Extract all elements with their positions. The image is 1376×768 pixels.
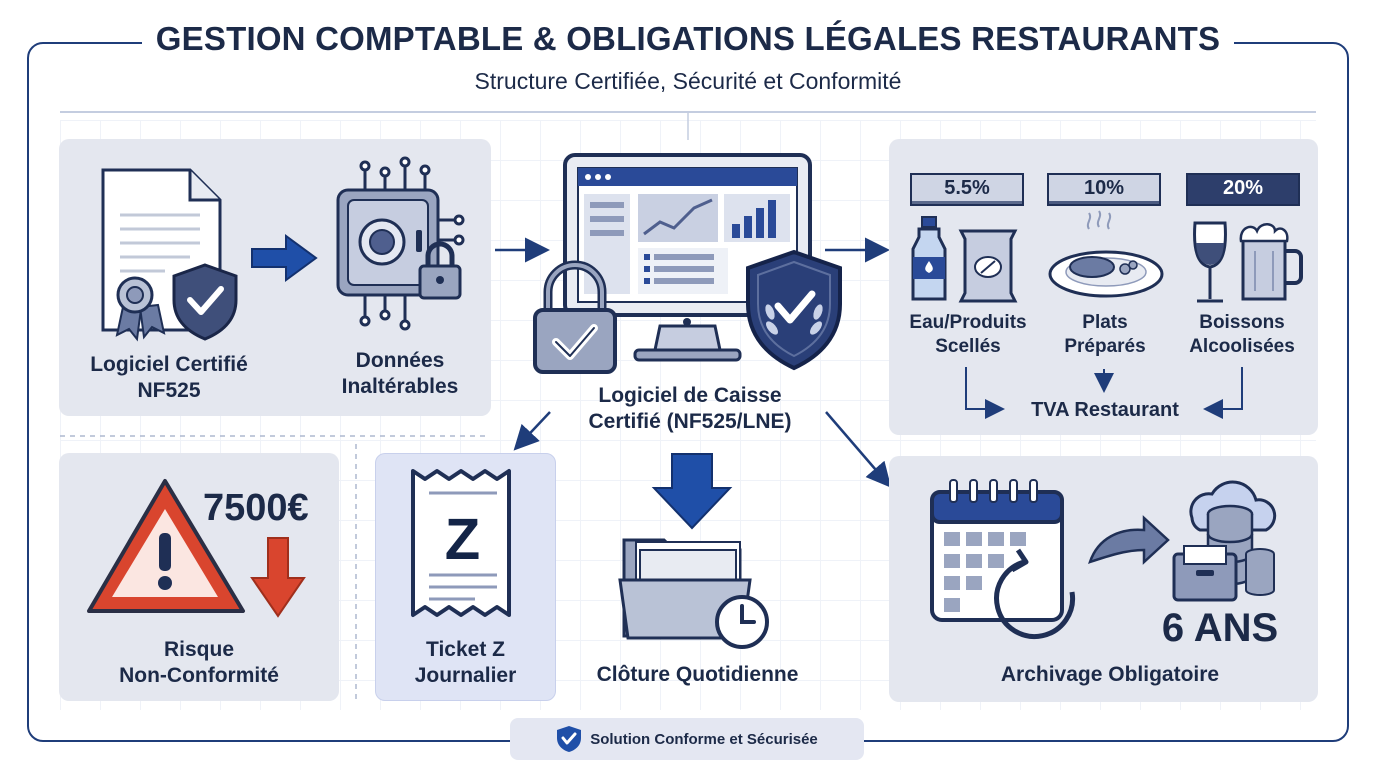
certified-software-line2: NF525 xyxy=(137,379,201,402)
page-subtitle: Structure Certifiée, Sécurité et Conform… xyxy=(474,68,902,94)
risk-label: Risque Non-Conformité xyxy=(59,637,339,689)
closing-label: Clôture Quotidienne xyxy=(596,663,799,686)
certified-software-line1: Logiciel Certifié xyxy=(90,353,248,376)
unalterable-data-line2: Inaltérables xyxy=(341,375,459,398)
unalterable-data-label: Données Inaltérables xyxy=(305,348,495,400)
warning-triangle-icon xyxy=(87,479,245,613)
shield-laurel-icon xyxy=(746,249,842,371)
title-wrap: GESTION COMPTABLE & OBLIGATIONS LÉGALES … xyxy=(0,20,1376,58)
vat-rate-tag: 20% xyxy=(1186,173,1300,206)
footer-badge-label: Solution Conforme et Sécurisée xyxy=(590,730,818,748)
risk-line2: Non-Conformité xyxy=(119,664,279,687)
arrow-down-icon xyxy=(250,537,306,618)
shield-check-small-icon xyxy=(557,726,582,752)
ticket-letter: Z xyxy=(444,507,481,572)
title-divider xyxy=(60,111,1316,113)
cloud-database-icon xyxy=(1172,480,1277,602)
archive-years: 6 ANS xyxy=(1161,606,1279,650)
receipt-icon xyxy=(411,469,511,617)
ticket-line1: Ticket Z xyxy=(426,638,505,661)
vat-category-line2: Préparés xyxy=(1064,336,1146,357)
vat-category-line1: Boissons xyxy=(1199,312,1285,333)
curved-arrow-icon xyxy=(1088,515,1170,565)
arrow-right-icon xyxy=(251,234,318,282)
vat-rate-tag: 5.5% xyxy=(910,173,1024,206)
archive-icons xyxy=(930,479,1277,639)
risk-line1: Risque xyxy=(163,638,234,661)
certified-software-label: Logiciel Certifié NF525 xyxy=(64,352,274,404)
sealed-bag-icon xyxy=(958,229,1018,303)
refresh-icon xyxy=(994,548,1076,639)
vat-rate-value: 5.5% xyxy=(912,175,1022,201)
pos-software-line2: Certifié (NF525/LNE) xyxy=(588,410,792,433)
plate-icon xyxy=(1048,210,1164,298)
calendar-icon xyxy=(930,479,1064,622)
vat-icons xyxy=(911,210,1303,419)
vat-category-line2: Scellés xyxy=(935,336,1001,357)
vat-rate-value: 10% xyxy=(1049,175,1159,201)
pos-software-line1: Logiciel de Caisse xyxy=(598,384,782,407)
vat-category-line2: Alcoolisées xyxy=(1189,336,1295,357)
shield-check-icon xyxy=(172,263,238,341)
arrow-to-ticket xyxy=(513,411,551,451)
vat-bracket xyxy=(965,367,1243,419)
page-title: GESTION COMPTABLE & OBLIGATIONS LÉGALES … xyxy=(141,20,1235,58)
vat-category-line1: Eau/Produits xyxy=(909,312,1027,333)
footer-badge: Solution Conforme et Sécurisée xyxy=(510,718,864,760)
padlock-check-icon xyxy=(533,260,617,374)
fine-amount: 7500€ xyxy=(203,487,309,529)
vat-rate-tag: 10% xyxy=(1047,173,1161,206)
wine-glass-icon xyxy=(1193,221,1227,303)
unalterable-data-line1: Données xyxy=(355,349,445,372)
water-bottle-icon xyxy=(911,216,947,301)
ticket-label: Ticket Z Journalier xyxy=(375,637,556,689)
pos-software-label: Logiciel de Caisse Certifié (NF525/LNE) xyxy=(545,383,835,435)
ticket-line2: Journalier xyxy=(414,664,517,687)
vat-footer-label: TVA Restaurant xyxy=(1031,399,1179,421)
beer-mug-icon xyxy=(1239,223,1303,301)
vat-rate-value: 20% xyxy=(1222,177,1264,199)
vat-category-line1: Plats xyxy=(1082,312,1128,333)
arrow-to-archive xyxy=(825,411,892,488)
folder-clock-icon xyxy=(618,453,769,649)
vault-lock-icon xyxy=(336,156,465,331)
archive-label: Archivage Obligatoire xyxy=(1000,663,1220,686)
